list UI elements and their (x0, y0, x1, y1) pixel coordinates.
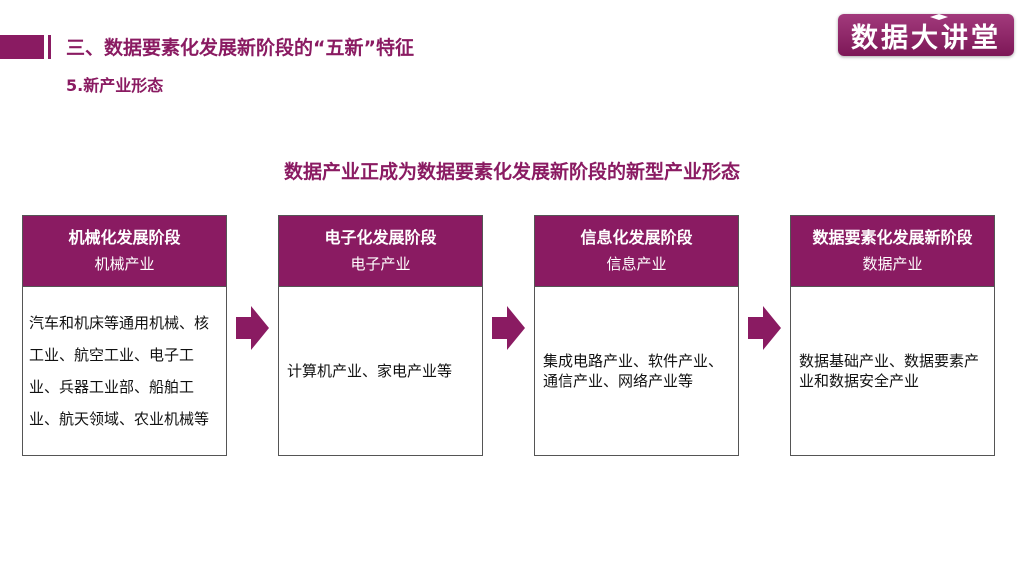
stage-name: 机械化发展阶段 (68, 228, 181, 247)
stage-header: 机械化发展阶段 机械产业 (23, 216, 226, 287)
stage-industry: 机械产业 (94, 255, 155, 273)
main-heading: 数据产业正成为数据要素化发展新阶段的新型产业形态 (283, 161, 740, 183)
arrow-right-icon (492, 306, 525, 350)
stage-industry: 电子产业 (350, 255, 411, 273)
arrow-right-icon (236, 306, 269, 350)
title-accent-line (48, 35, 51, 59)
title-accent-bar (0, 35, 44, 59)
logo: 数据大讲堂 (838, 14, 1014, 56)
stage-description: 计算机产业、家电产业等 (287, 362, 453, 380)
stage-industry: 信息产业 (606, 255, 667, 273)
stage-header: 数据要素化发展新阶段 数据产业 (791, 216, 994, 287)
stage-description: 汽车和机床等通用机械、核工业、航空工业、电子工业、兵器工业部、船舶工业、航天领域… (29, 314, 210, 428)
stage-name: 电子化发展阶段 (324, 228, 437, 247)
stage-card-mechanization: 机械化发展阶段 机械产业 汽车和机床等通用机械、核工业、航空工业、电子工业、兵器… (22, 215, 227, 456)
stage-header: 信息化发展阶段 信息产业 (535, 216, 738, 287)
stage-name: 数据要素化发展新阶段 (812, 228, 973, 247)
stage-description: 集成电路产业、软件产业、通信产业、网络产业等 (543, 352, 724, 390)
stage-description: 数据基础产业、数据要素产业和数据安全产业 (799, 352, 980, 390)
stage-header: 电子化发展阶段 电子产业 (279, 216, 482, 287)
mortarboard-icon (930, 14, 948, 20)
section-title: 三、数据要素化发展新阶段的“五新”特征 (66, 37, 414, 59)
stage-name: 信息化发展阶段 (580, 228, 693, 247)
stage-card-electronics: 电子化发展阶段 电子产业 计算机产业、家电产业等 (278, 215, 483, 456)
logo-text: 数据大讲堂 (851, 22, 1001, 54)
arrow-right-icon (748, 306, 781, 350)
sub-title: 5.新产业形态 (66, 76, 164, 95)
stage-card-informatization: 信息化发展阶段 信息产业 集成电路产业、软件产业、通信产业、网络产业等 (534, 215, 739, 456)
stage-industry: 数据产业 (862, 255, 923, 273)
stage-card-data-factorization: 数据要素化发展新阶段 数据产业 数据基础产业、数据要素产业和数据安全产业 (790, 215, 995, 456)
